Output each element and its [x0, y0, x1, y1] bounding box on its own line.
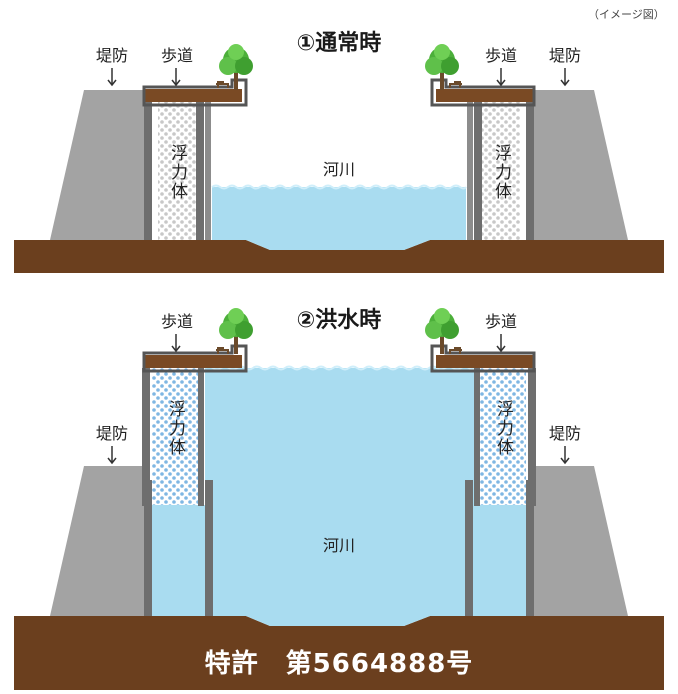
embankment-right — [534, 466, 628, 616]
panel-flood — [14, 308, 664, 690]
deck-left — [144, 89, 242, 102]
riser-right — [528, 368, 536, 506]
float-left — [158, 101, 196, 240]
tree-icon — [219, 44, 253, 90]
panel-title-normal: ①通常時 — [296, 31, 382, 56]
tree-icon — [219, 308, 253, 354]
bench-icon — [449, 347, 462, 354]
float-left — [152, 368, 198, 505]
embankment-left — [50, 466, 144, 616]
arrow-embankment-left — [107, 68, 117, 87]
embankment-right — [534, 90, 628, 240]
deck-left — [144, 355, 242, 368]
tree-icon — [425, 308, 459, 354]
arrow-walkway-left — [171, 334, 181, 353]
patent-number: 特許 第5664888号 — [204, 649, 474, 679]
label-walkway-left: 歩道 — [160, 46, 194, 65]
inner-wall-left — [196, 101, 204, 240]
label-embankment-right: 堤防 — [548, 46, 582, 65]
water-surface — [211, 184, 467, 190]
label-embankment-left: 堤防 — [95, 424, 129, 443]
deck-rim-left — [142, 78, 248, 107]
inner-wall-right-b — [467, 101, 473, 240]
label-float-right: 浮力体 — [493, 400, 513, 457]
float-right — [480, 368, 526, 505]
deck-right — [436, 89, 534, 102]
ground — [14, 616, 664, 690]
label-float-right: 浮力体 — [491, 144, 511, 201]
riser-left — [142, 368, 150, 506]
arrow-walkway-left — [171, 68, 181, 87]
tree-icon — [425, 44, 459, 90]
inner-wall-left — [205, 480, 213, 616]
river-water — [212, 187, 466, 250]
deck-rim-right — [430, 344, 536, 373]
deck-rim-left — [142, 344, 248, 373]
label-river: 河川 — [322, 536, 356, 555]
inner-wall-right — [465, 480, 473, 616]
bench-icon — [216, 347, 229, 354]
float-right — [482, 101, 520, 240]
label-river: 河川 — [322, 160, 356, 179]
outer-wall-left — [144, 101, 152, 240]
panel-title-flood: ②洪水時 — [296, 308, 382, 333]
label-walkway-right: 歩道 — [484, 312, 518, 331]
label-walkway-right: 歩道 — [484, 46, 518, 65]
ground — [14, 240, 664, 273]
river-water — [152, 368, 526, 626]
arrow-embankment-right — [560, 68, 570, 87]
outer-wall-left — [144, 480, 152, 616]
label-float-left: 浮力体 — [165, 400, 185, 457]
deck-rim-right — [430, 78, 536, 107]
inner-wall-right — [474, 101, 482, 240]
label-embankment-left: 堤防 — [95, 46, 129, 65]
label-float-left: 浮力体 — [167, 144, 187, 201]
deck-right — [436, 355, 534, 368]
riser-left-in — [198, 368, 204, 506]
riser-right-in — [474, 368, 480, 506]
arrow-walkway-right — [496, 68, 506, 87]
arrow-embankment-right — [560, 446, 570, 465]
embankment-left — [50, 90, 144, 240]
outer-wall-right — [526, 480, 534, 616]
panel-normal — [14, 44, 664, 273]
inner-wall-left-b — [205, 101, 211, 240]
bench-icon — [216, 81, 229, 88]
arrow-embankment-left — [107, 446, 117, 465]
arrow-walkway-right — [496, 334, 506, 353]
outer-wall-right — [526, 101, 534, 240]
image-note: （イメージ図） — [588, 8, 665, 21]
bench-icon — [449, 81, 462, 88]
label-embankment-right: 堤防 — [548, 424, 582, 443]
label-walkway-left: 歩道 — [160, 312, 194, 331]
